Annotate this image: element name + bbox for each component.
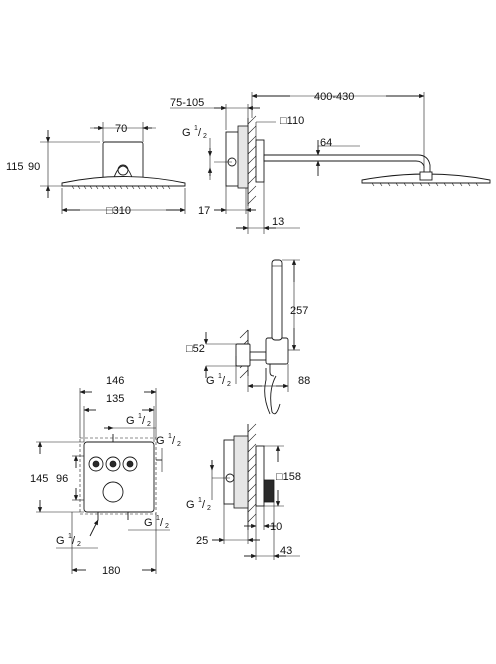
svg-text:G: G	[126, 415, 135, 427]
dim-arm-reach: 400-430	[314, 91, 354, 103]
dim-head-width-top: 70	[115, 123, 127, 135]
svg-text:2: 2	[77, 541, 81, 548]
thread-label-valve-top: G 1 / 2	[126, 413, 151, 428]
svg-text:2: 2	[177, 441, 181, 448]
svg-text:G: G	[206, 375, 215, 387]
valve-front-view: 146 135 G 1 / 2 G 1 / 2 145	[30, 375, 181, 577]
dim-valve-height-96: 96	[56, 473, 68, 485]
dim-valve-width-180: 180	[102, 565, 120, 577]
dim-valve-10: 10	[270, 521, 282, 533]
svg-text:1: 1	[168, 433, 172, 440]
thread-label-valve-right: G 1 / 2	[156, 433, 181, 448]
dim-arm-height: 64	[320, 137, 332, 149]
hand-shower-view: 257 □52 G 1 / 2 88	[186, 259, 310, 415]
valve-side-view: G 1 / 2 □158 10 25 43	[186, 423, 301, 560]
dim-valve-25: 25	[196, 535, 208, 547]
thermostat-knob	[102, 481, 124, 503]
svg-text:/: /	[142, 415, 146, 427]
svg-text:2: 2	[207, 505, 211, 512]
thread-label-valve-side: G 1 / 2	[186, 497, 211, 512]
svg-text:/: /	[160, 517, 164, 529]
svg-text:G: G	[156, 435, 165, 447]
svg-text:1: 1	[68, 533, 72, 540]
thread-label-head: G 1 / 2	[182, 125, 207, 140]
dim-valve-plate: □158	[276, 471, 301, 483]
dim-depth-17: 17	[198, 205, 210, 217]
dim-hand-length: 257	[290, 305, 308, 317]
dim-wall-offset: 75-105	[170, 97, 204, 109]
thread-label-valve-br: G 1 / 2	[144, 515, 169, 530]
dim-valve-width-135: 135	[106, 393, 124, 405]
dim-hand-projection: 88	[298, 375, 310, 387]
thread-label-valve-bl: G 1 / 2	[56, 533, 81, 548]
dim-hand-holder: □52	[186, 343, 205, 355]
thread-label-hand: G 1 / 2	[206, 373, 231, 388]
svg-text:/: /	[172, 435, 176, 447]
dim-valve-43: 43	[280, 545, 292, 557]
svg-text:2: 2	[227, 381, 231, 388]
svg-text:/: /	[198, 127, 202, 139]
svg-text:1: 1	[198, 497, 202, 504]
svg-text:/: /	[72, 535, 76, 547]
svg-text:1: 1	[194, 125, 198, 132]
dim-valve-width-146: 146	[106, 375, 124, 387]
dim-head-height-total: 115	[6, 161, 24, 173]
svg-text:2: 2	[165, 523, 169, 530]
svg-text:G: G	[56, 535, 65, 547]
dim-head-height-inner: 90	[28, 161, 40, 173]
svg-text:/: /	[202, 499, 206, 511]
svg-text:1: 1	[218, 373, 222, 380]
head-shower-front-view: 70 115 90 □310	[6, 122, 186, 217]
dim-arm-plate: □110	[280, 115, 304, 127]
svg-text:G: G	[144, 517, 153, 529]
svg-text:G: G	[186, 499, 195, 511]
dim-valve-height-145: 145	[30, 473, 48, 485]
svg-text:G: G	[182, 127, 191, 139]
svg-text:2: 2	[147, 421, 151, 428]
svg-text:1: 1	[156, 515, 160, 522]
head-shower-side-view: 75-105 400-430 □110 G 1 / 2 64	[170, 91, 491, 234]
svg-text:1: 1	[138, 413, 142, 420]
svg-text:2: 2	[203, 133, 207, 140]
dim-head-diameter: □310	[106, 205, 131, 217]
svg-text:/: /	[222, 375, 226, 387]
dim-depth-13: 13	[272, 216, 284, 228]
